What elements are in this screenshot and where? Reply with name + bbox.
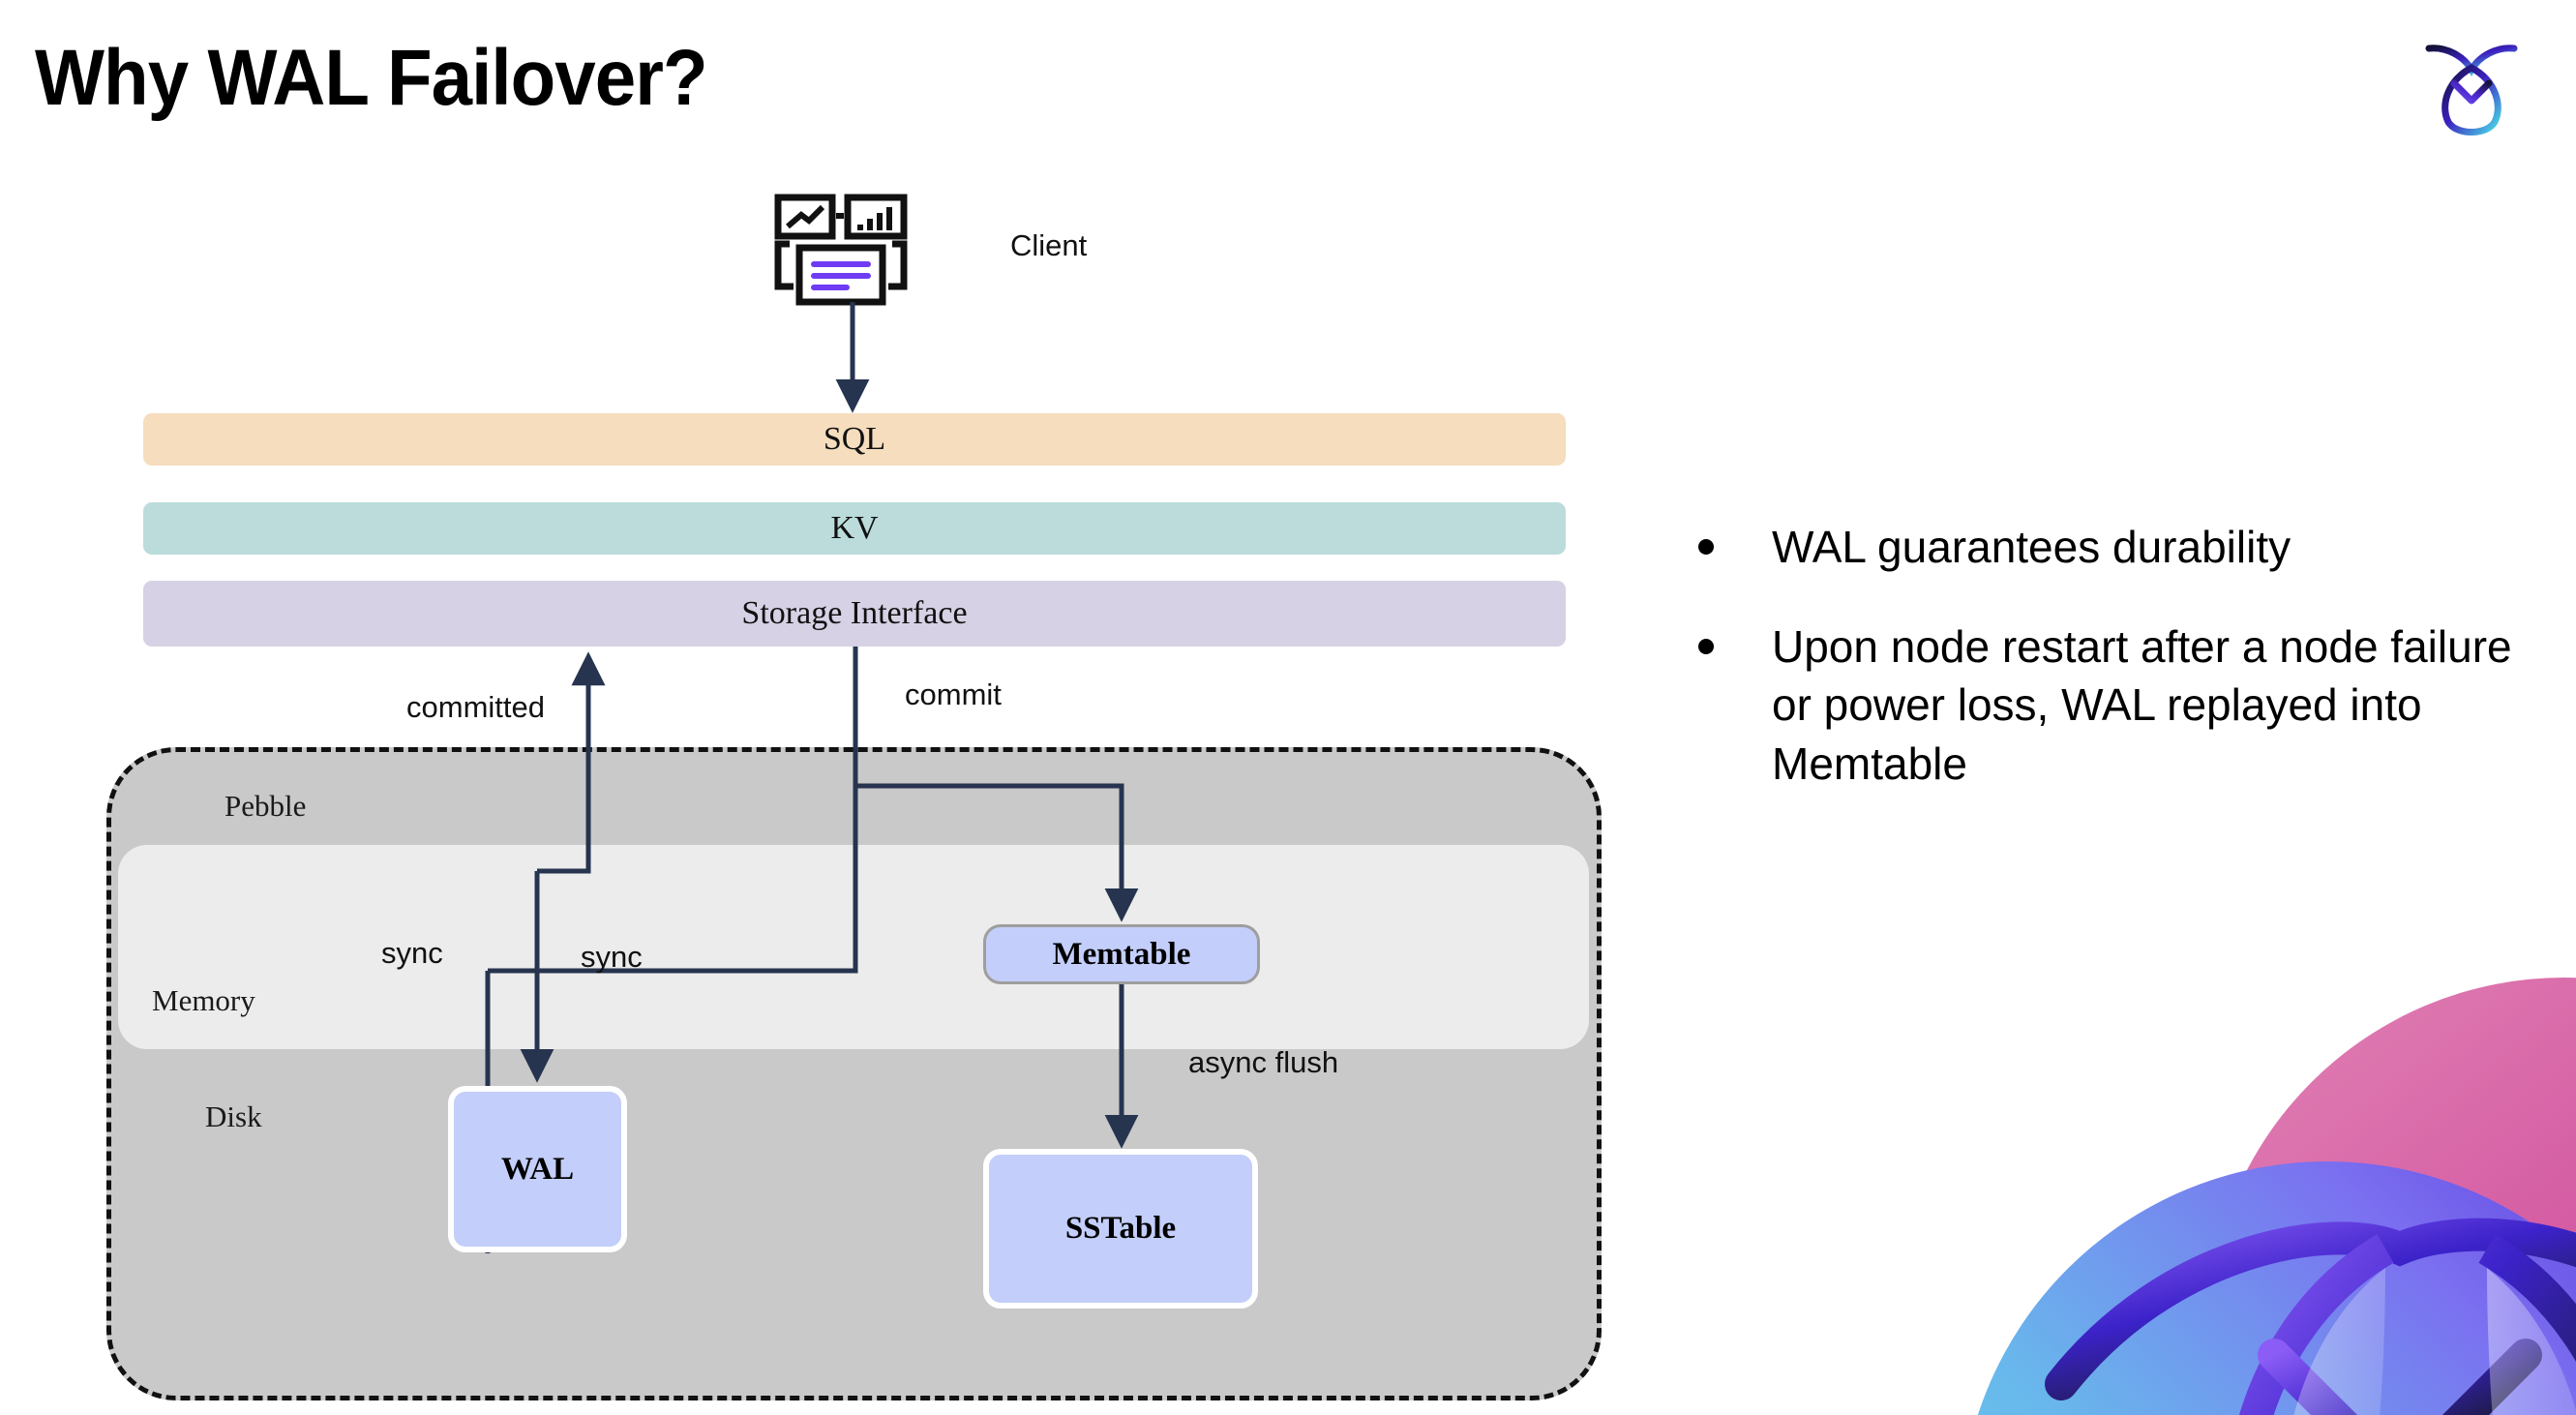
list-item: WAL guarantees durability — [1698, 518, 2531, 577]
node-sstable-label: SSTable — [1064, 1211, 1177, 1246]
client-label: Client — [1010, 228, 1088, 262]
client-icon — [774, 194, 908, 306]
edge-label-committed: committed — [406, 690, 545, 724]
bullet-text: Upon node restart after a node failure o… — [1772, 620, 2512, 790]
layer-bar-storage-interface-label: Storage Interface — [741, 595, 968, 631]
layer-bar-sql-label: SQL — [823, 421, 886, 457]
disk-label: Disk — [205, 1099, 262, 1133]
architecture-diagram: Client SQL KV Storage Interface Pebble M… — [106, 194, 1602, 1400]
edge-label-commit: commit — [905, 677, 1002, 711]
edge-label-sync-2: sync — [581, 940, 643, 974]
node-sstable: SSTable — [983, 1149, 1258, 1309]
decorative-logo-watermark — [1977, 978, 2576, 1415]
layer-bar-kv-label: KV — [830, 510, 879, 546]
node-memtable: Memtable — [983, 924, 1260, 984]
edge-label-async-flush: async flush — [1188, 1045, 1339, 1079]
bullet-dot-icon — [1698, 539, 1714, 555]
cockroachdb-logo-icon — [2425, 45, 2518, 143]
node-wal: WAL — [448, 1086, 627, 1252]
node-wal-label: WAL — [500, 1151, 575, 1187]
node-memtable-label: Memtable — [1052, 936, 1191, 972]
memory-container — [118, 845, 1589, 1049]
memory-label: Memory — [152, 983, 255, 1017]
bullet-list: WAL guarantees durability Upon node rest… — [1698, 518, 2531, 834]
layer-bar-kv: KV — [143, 502, 1566, 555]
page-title: Why WAL Failover? — [35, 34, 708, 122]
bullet-text: WAL guarantees durability — [1772, 522, 2291, 572]
layer-bar-storage-interface: Storage Interface — [143, 581, 1566, 647]
bullet-dot-icon — [1698, 638, 1714, 654]
edge-label-sync-1: sync — [381, 936, 443, 970]
list-item: Upon node restart after a node failure o… — [1698, 617, 2531, 794]
layer-bar-sql: SQL — [143, 413, 1566, 466]
pebble-label: Pebble — [225, 789, 307, 823]
